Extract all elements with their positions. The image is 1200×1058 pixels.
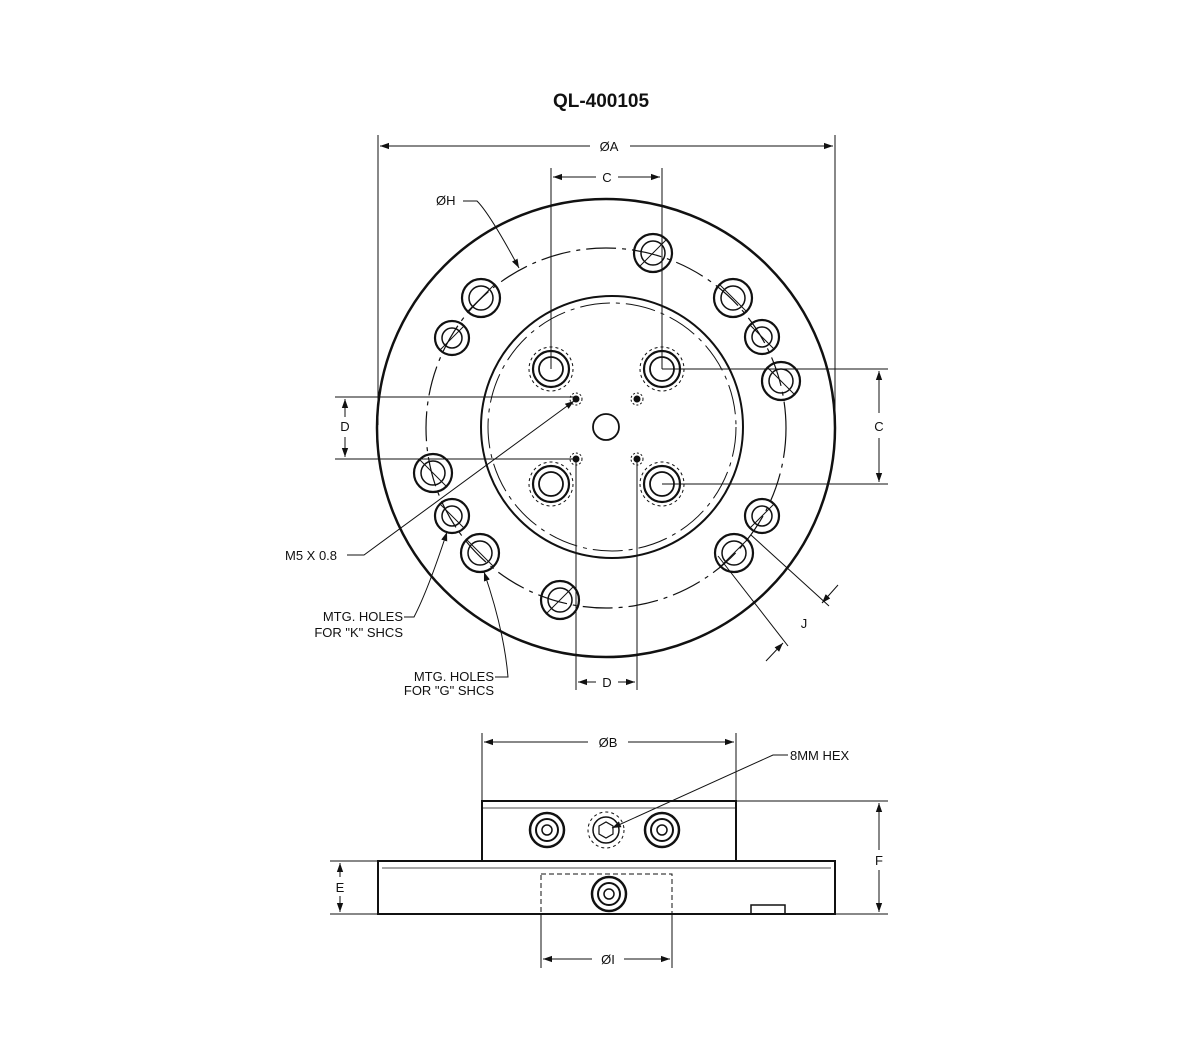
side-hex-screw (587, 811, 625, 849)
leader-hex: 8MM HEX (611, 748, 850, 829)
hub-hole (528, 461, 574, 507)
dimension-d-bottom: D (575, 459, 638, 690)
pilot-circle (487, 302, 737, 552)
dimension-d-bottom-label: D (602, 675, 611, 690)
inner-hub-circle (480, 295, 744, 559)
dimension-i-label: ØI (601, 952, 615, 967)
m5-hole (630, 392, 644, 406)
dimension-f-label: F (875, 853, 883, 868)
side-hub-hole (528, 811, 566, 849)
flange-hole (712, 277, 754, 319)
side-flange-screw (590, 875, 628, 913)
side-flange-body (377, 860, 836, 915)
flange-hole (760, 360, 802, 402)
side-view (377, 800, 836, 915)
dimension-c-top-label: C (602, 170, 611, 185)
flange-holes (412, 232, 802, 621)
dimension-c-right-label: C (874, 419, 883, 434)
leader-k: MTG. HOLES FOR "K" SHCS (314, 531, 448, 640)
side-hidden-pocket (540, 873, 673, 915)
dimension-j: J (717, 534, 839, 662)
center-bore (592, 413, 620, 441)
flange-hole (632, 232, 674, 274)
flange-hole (743, 497, 781, 535)
drawing-title: QL-400105 (553, 91, 650, 112)
dimension-i: ØI (540, 914, 673, 968)
g-holes-label-line2: FOR "G" SHCS (404, 683, 494, 698)
flange-hole (412, 452, 454, 494)
m5-label: M5 X 0.8 (285, 548, 337, 563)
bolt-circle-h (425, 247, 787, 609)
flange-hole (460, 277, 502, 319)
k-holes-label-line1: MTG. HOLES (323, 609, 404, 624)
dimension-a-label: ØA (600, 139, 619, 154)
flange-hole (743, 318, 781, 356)
g-holes-label-line1: MTG. HOLES (414, 669, 495, 684)
dimension-f: F (736, 800, 888, 915)
leader-m5: M5 X 0.8 (285, 400, 575, 563)
hub-holes (528, 346, 685, 507)
dimension-j-label: J (801, 616, 808, 631)
flange-hole (713, 532, 755, 574)
dimension-b: ØB (481, 733, 737, 801)
side-hub-body (481, 800, 737, 862)
outer-flange-circle (375, 197, 837, 659)
dimension-c-top: C (550, 168, 663, 369)
top-view (375, 197, 837, 659)
side-hub-hole (643, 811, 681, 849)
dimension-c-right: C (662, 368, 888, 485)
dimension-d-left-label: D (340, 419, 349, 434)
flange-hole (433, 319, 471, 357)
flange-hole (459, 532, 501, 574)
dimension-e: E (330, 860, 378, 915)
side-key-notch (750, 904, 786, 915)
dimension-d-left: D (335, 396, 576, 460)
leader-h: ØH (436, 193, 520, 269)
m5-tapped-holes (569, 392, 644, 466)
dimension-e-label: E (336, 880, 345, 895)
dimension-b-label: ØB (599, 735, 618, 750)
flange-hole (539, 579, 581, 621)
flange-hole (433, 497, 471, 535)
k-holes-label-line2: FOR "K" SHCS (314, 625, 403, 640)
dimension-a: ØA (377, 135, 836, 425)
hex-label: 8MM HEX (790, 748, 850, 763)
dimension-h-label: ØH (436, 193, 456, 208)
leader-g: MTG. HOLES FOR "G" SHCS (404, 571, 509, 698)
